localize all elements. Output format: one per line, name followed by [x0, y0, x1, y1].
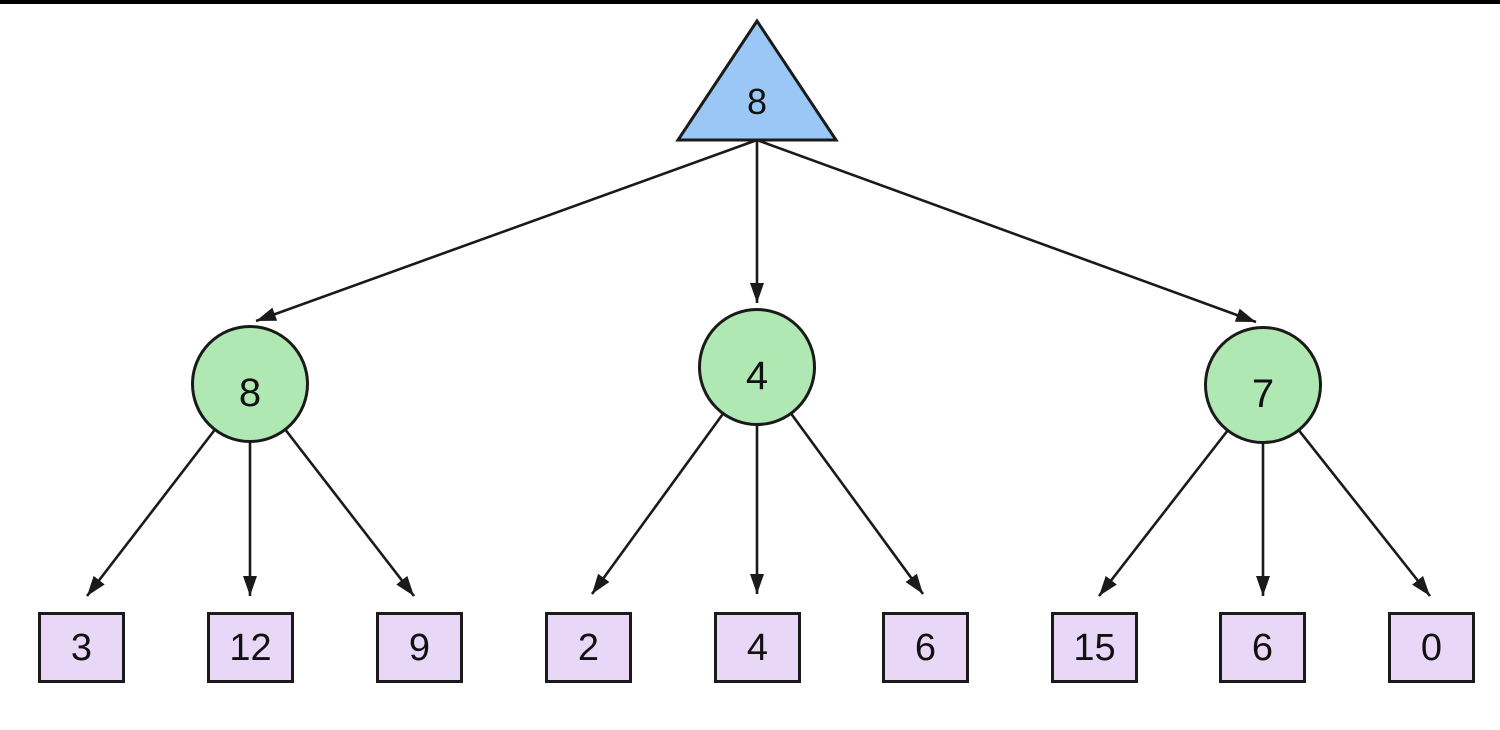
leaf-node-9: 0	[1388, 612, 1475, 683]
leaf-node-8: 6	[1219, 612, 1306, 683]
leaf-node-2: 12	[207, 612, 294, 683]
leaf-node-7-label: 15	[1073, 627, 1116, 669]
leaf-node-4: 2	[545, 612, 632, 683]
leaf-node-5-label: 4	[746, 627, 769, 669]
leaf-node-5: 4	[714, 612, 801, 683]
leaf-node-3-label: 9	[408, 627, 431, 669]
edge-root-branch3	[756, 138, 1257, 324]
leaf-node-1: 3	[38, 612, 125, 683]
chance-node-1-label: 8	[238, 370, 262, 415]
leaf-node-4-label: 2	[577, 627, 600, 669]
edge-root-branch1	[255, 138, 758, 323]
chance-node-circle-1: 8	[191, 325, 309, 443]
chance-node-3-label: 7	[1251, 371, 1275, 416]
max-node-label: 8	[746, 81, 768, 122]
chance-node-circle-2: 4	[698, 308, 816, 426]
chance-node-2-label: 4	[745, 353, 769, 398]
top-border-bar	[0, 0, 1500, 4]
leaf-node-2-label: 12	[229, 627, 272, 669]
triangle-shape	[675, 18, 839, 142]
leaf-node-3: 9	[376, 612, 463, 683]
chance-node-circle-3: 7	[1204, 326, 1322, 444]
leaf-node-9-label: 0	[1420, 627, 1443, 669]
leaf-node-6: 6	[882, 612, 969, 683]
leaf-node-8-label: 6	[1251, 627, 1274, 669]
leaf-node-6-label: 6	[914, 627, 937, 669]
max-node-triangle	[675, 17, 839, 143]
leaf-node-1-label: 3	[70, 627, 93, 669]
leaf-node-7: 15	[1051, 612, 1138, 683]
